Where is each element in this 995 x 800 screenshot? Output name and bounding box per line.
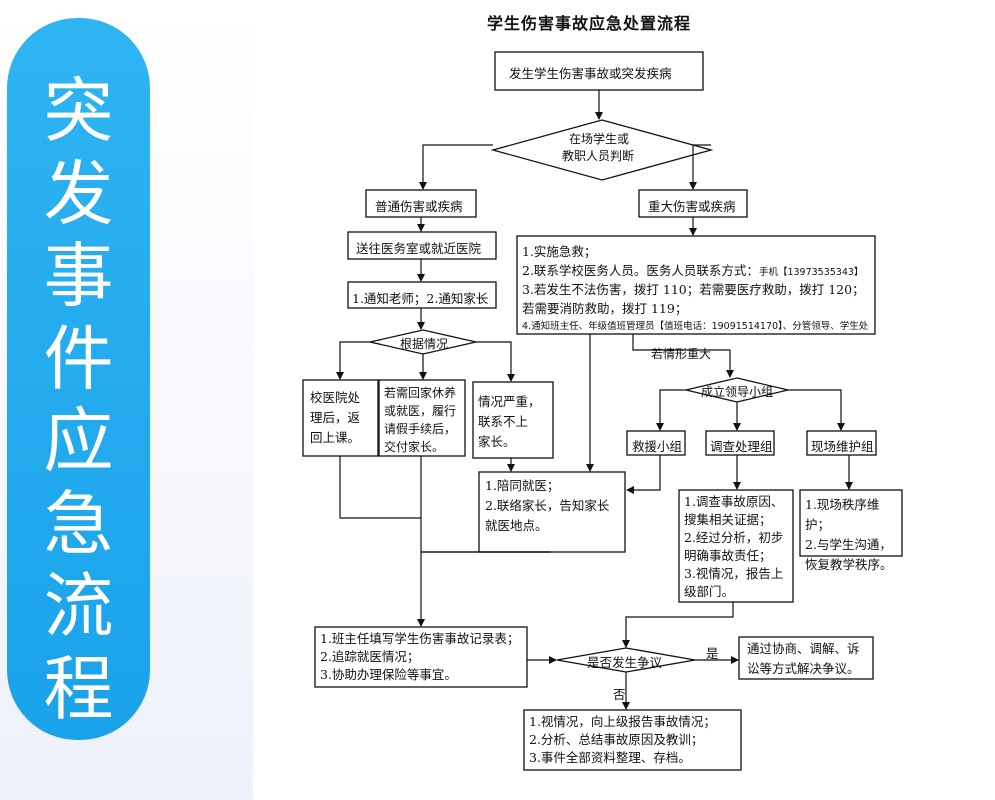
dispute-resolve-line: 通过协商、调解、诉 bbox=[747, 641, 860, 656]
option-a-box bbox=[302, 379, 379, 457]
option-b-text: 若需回家休养 或就医，履行 请假手续后， 交付家长。 bbox=[384, 384, 466, 456]
notify-label: 1.通知老师；2.通知家长 bbox=[352, 291, 489, 306]
send-to-clinic-box bbox=[347, 231, 497, 260]
investigation-tasks-text: 1.调查事故原因、 搜集相关证据； 2.经过分析，初步 明确事故责任； 3.视情… bbox=[684, 493, 792, 601]
judge-diamond bbox=[490, 119, 714, 181]
option-b-line: 若需回家休养 bbox=[384, 386, 457, 400]
investigation-task-line: 明确事故责任； bbox=[684, 548, 772, 563]
major-injury-box bbox=[638, 189, 748, 218]
rescue-steps-box bbox=[516, 235, 876, 335]
dispute-resolve-text: 通过协商、调解、诉 讼等方式解决争议。 bbox=[747, 639, 871, 679]
sidebar-char: 流 bbox=[43, 565, 114, 647]
final-steps-box bbox=[523, 709, 742, 771]
sidebar-char: 急 bbox=[43, 482, 114, 565]
investigation-task-line: 1.调查事故原因、 bbox=[684, 494, 784, 509]
dispute-resolve-box bbox=[738, 636, 874, 680]
option-b-line: 或就医，履行 bbox=[384, 404, 457, 418]
teacher-task-line: 1.班主任填写学生伤害事故记录表； bbox=[320, 631, 520, 646]
sidebar-title: 突 发 事 件 应 急 流 程 bbox=[7, 70, 150, 730]
flowchart-connectors bbox=[302, 51, 903, 771]
investigation-task-line: 3.视情况，报告上 bbox=[684, 566, 784, 581]
sidebar-banner: 突 发 事 件 应 急 流 程 bbox=[7, 18, 150, 740]
investigation-group-box bbox=[705, 430, 775, 456]
investigation-task-line: 级部门。 bbox=[684, 584, 735, 599]
option-c-line: 联系不上 bbox=[478, 414, 529, 429]
sidebar-char: 应 bbox=[43, 400, 114, 482]
rescue-step-4: 4.通知班主任、年级值班管理员【值班电话：19091514170】、分管领导、学… bbox=[522, 321, 869, 332]
investigation-group-label: 调查处理组 bbox=[710, 439, 773, 454]
option-b-box bbox=[378, 379, 466, 457]
site-tasks-text: 1.现场秩序维护； 2.与学生沟通， 恢复教学秩序。 bbox=[805, 495, 901, 575]
rescue-step-2-text: 2.联系学校医务人员。医务人员联系方式： bbox=[522, 263, 759, 278]
teacher-task-line: 2.追踪就医情况； bbox=[320, 649, 420, 664]
sidebar-char: 突 bbox=[43, 70, 114, 152]
accompany-box bbox=[478, 471, 626, 553]
send-to-clinic-label: 送往医务室或就近医院 bbox=[356, 241, 482, 256]
rescue-group-label: 救援小组 bbox=[632, 439, 683, 454]
accompany-line: 就医地点。 bbox=[485, 518, 548, 533]
judge-label-1: 在场学生或 bbox=[569, 132, 630, 146]
teacher-task-line: 3.协助办理保险等事宜。 bbox=[320, 667, 457, 682]
option-a-line: 校医院处 bbox=[310, 390, 361, 405]
option-b-line: 请假手续后， bbox=[384, 422, 457, 436]
start-box bbox=[494, 51, 704, 91]
minor-injury-label: 普通伤害或疾病 bbox=[375, 199, 463, 214]
final-step-line: 1.视情况，向上级报告事故情况； bbox=[529, 714, 716, 729]
notify-box bbox=[347, 281, 497, 309]
rescue-step-3: 3.若发生不法伤害，拨打 110；若需要医疗救助，拨打 120； bbox=[522, 282, 865, 297]
site-task-line: 1.现场秩序维护； bbox=[805, 497, 880, 532]
rescue-step-2: 2.联系学校医务人员。医务人员联系方式：手机【13973535343】 bbox=[522, 260, 863, 279]
option-a-text: 校医院处 理后，返 回上课。 bbox=[310, 388, 376, 448]
site-task-line: 2.与学生沟通， bbox=[805, 537, 892, 552]
if-serious-label: 若情形重大 bbox=[651, 347, 712, 361]
yes-label: 是 bbox=[706, 646, 719, 661]
start-label: 发生学生伤害事故或突发疾病 bbox=[509, 66, 672, 81]
teacher-tasks-box bbox=[314, 626, 528, 688]
major-injury-label: 重大伤害或疾病 bbox=[648, 199, 736, 214]
rescue-group-box bbox=[626, 430, 686, 456]
option-c-text: 情况严重， 联系不上 家长。 bbox=[478, 392, 550, 452]
clinic-phone: 手机【13973535343】 bbox=[758, 267, 864, 278]
flowchart-title: 学生伤害事故应急处置流程 bbox=[487, 14, 692, 33]
final-step-line: 2.分析、总结事故原因及教训； bbox=[529, 732, 704, 747]
sidebar-char: 发 bbox=[43, 152, 114, 235]
no-label: 否 bbox=[613, 687, 626, 702]
site-task-line: 恢复教学秩序。 bbox=[805, 557, 893, 572]
option-b-line: 交付家长。 bbox=[384, 440, 445, 454]
sidebar-char: 件 bbox=[43, 317, 114, 400]
rescue-step-3b: 若需要消防救助，拨打 119； bbox=[522, 301, 688, 316]
rescue-step-1: 1.实施急救； bbox=[522, 244, 597, 259]
option-c-line: 家长。 bbox=[478, 434, 516, 449]
dispute-resolve-line: 讼等方式解决争议。 bbox=[747, 661, 860, 676]
investigation-task-line: 搜集相关证据； bbox=[684, 512, 772, 527]
leading-group-label: 成立领导小组 bbox=[701, 385, 774, 399]
accompany-line: 2.联络家长，告知家长 bbox=[485, 498, 610, 513]
site-group-label: 现场维护组 bbox=[811, 439, 874, 454]
option-c-line: 情况严重， bbox=[478, 394, 541, 409]
final-step-line: 3.事件全部资料整理、存档。 bbox=[529, 750, 691, 765]
site-tasks-box bbox=[799, 489, 903, 557]
sidebar-char: 事 bbox=[43, 235, 114, 317]
site-group-box bbox=[806, 430, 877, 456]
dispute-question: 是否发生争议 bbox=[587, 655, 663, 670]
accompany-text: 1.陪同就医； 2.联络家长，告知家长 就医地点。 bbox=[485, 476, 623, 536]
depends-label: 根据情况 bbox=[400, 337, 449, 351]
teacher-tasks-text: 1.班主任填写学生伤害事故记录表； 2.追踪就医情况； 3.协助办理保险等事宜。 bbox=[320, 630, 526, 684]
flowchart-canvas: 学生伤害事故应急处置流程 发生学生伤害事故或突发疾病 在场学生或 教职人员判断 … bbox=[253, 0, 995, 800]
option-a-line: 理后，返 bbox=[310, 410, 361, 425]
sidebar-char: 程 bbox=[43, 647, 114, 730]
minor-injury-box bbox=[365, 189, 477, 218]
option-a-line: 回上课。 bbox=[310, 430, 361, 445]
option-c-box bbox=[472, 381, 554, 459]
investigation-task-line: 2.经过分析，初步 bbox=[684, 530, 784, 545]
judge-label-2: 教职人员判断 bbox=[562, 149, 635, 163]
final-steps-text: 1.视情况，向上级报告事故情况； 2.分析、总结事故原因及教训； 3.事件全部资… bbox=[529, 713, 739, 767]
accompany-line: 1.陪同就医； bbox=[485, 478, 560, 493]
investigation-tasks-box bbox=[678, 489, 794, 603]
